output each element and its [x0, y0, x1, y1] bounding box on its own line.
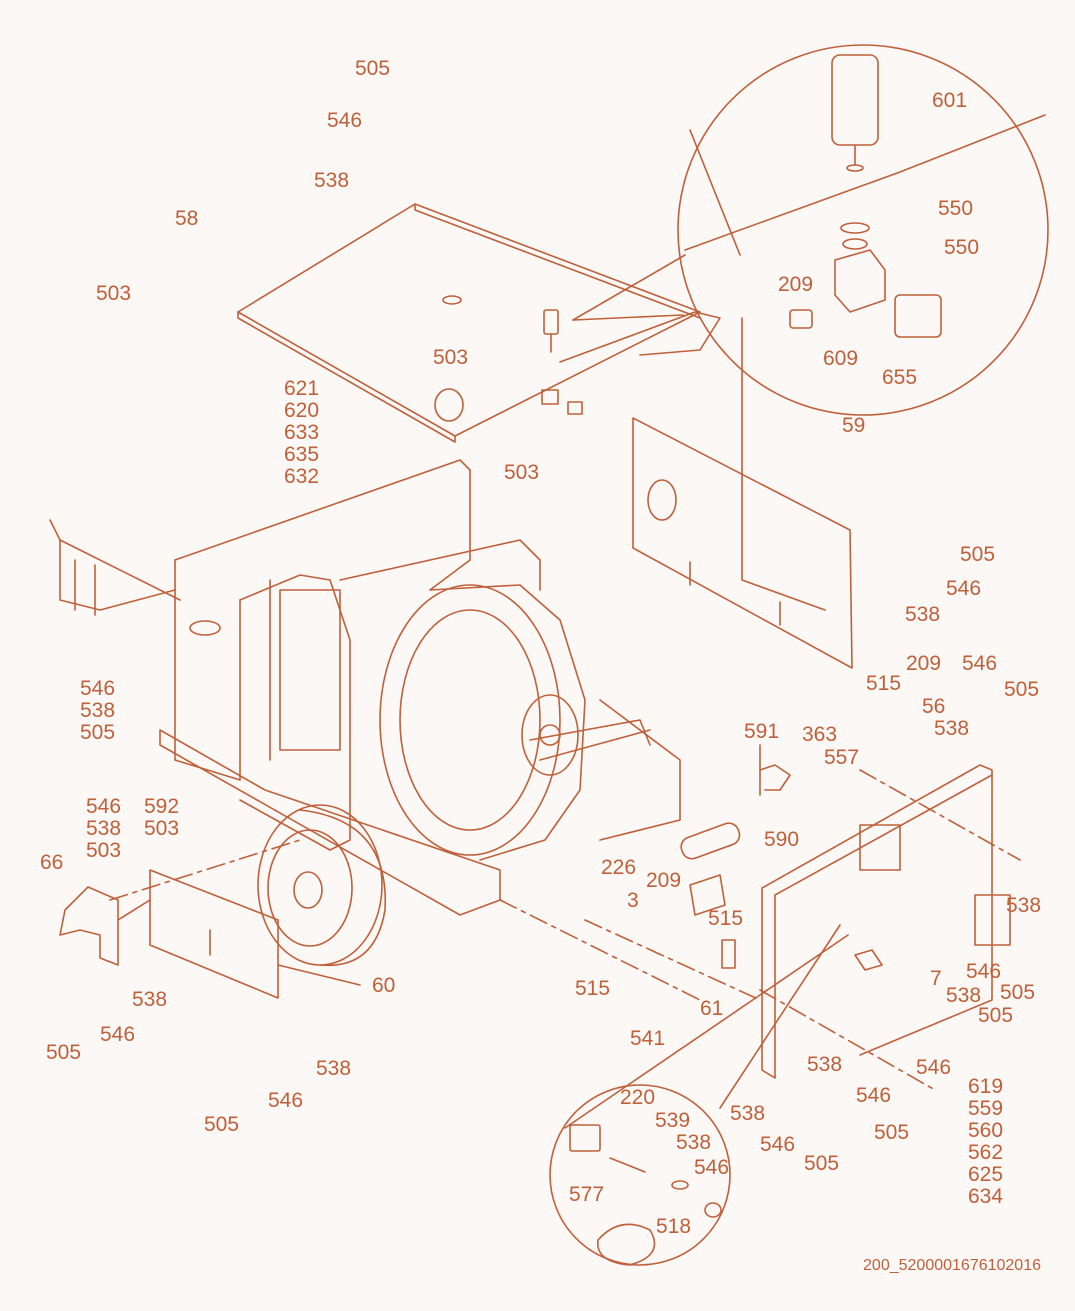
label-7: 7 — [930, 967, 942, 990]
side-panel — [633, 318, 852, 668]
label-3: 3 — [627, 889, 639, 912]
label-562: 562 — [968, 1141, 1004, 1164]
label-226: 226 — [601, 856, 637, 879]
label-592: 592 — [144, 795, 180, 818]
label-591: 591 — [744, 720, 780, 743]
label-60: 60 — [372, 974, 396, 997]
label-220: 220 — [620, 1086, 656, 1109]
label-546: 546 — [856, 1084, 892, 1107]
label-546: 546 — [760, 1133, 796, 1156]
label-59: 59 — [842, 414, 866, 437]
label-634: 634 — [968, 1185, 1004, 1208]
label-546: 546 — [962, 652, 998, 675]
label-503: 503 — [433, 346, 469, 369]
label-505: 505 — [80, 721, 116, 744]
label-538: 538 — [946, 984, 982, 1007]
label-546: 546 — [966, 960, 1002, 983]
label-61: 61 — [700, 997, 724, 1020]
label-539: 539 — [655, 1109, 691, 1132]
label-546: 546 — [916, 1056, 952, 1079]
right-frame — [762, 765, 1010, 1078]
label-stack-546: 546 538 505 — [80, 678, 115, 744]
label-619: 619 — [968, 1075, 1004, 1098]
label-590: 590 — [764, 828, 800, 851]
label-577: 577 — [569, 1183, 605, 1206]
detail-circle-top — [573, 45, 1048, 415]
label-633: 633 — [284, 421, 320, 444]
label-505: 505 — [978, 1004, 1014, 1027]
label-209: 209 — [778, 273, 814, 296]
label-541: 541 — [630, 1027, 666, 1050]
wheel — [258, 805, 385, 965]
label-538: 538 — [314, 169, 350, 192]
label-620: 620 — [284, 399, 320, 422]
label-stack-592: 592 503 — [144, 796, 179, 840]
label-632: 632 — [284, 465, 320, 488]
label-515: 515 — [708, 907, 744, 930]
label-stack-619: 619 559 560 562 625 634 — [968, 1076, 1003, 1208]
label-559: 559 — [968, 1097, 1004, 1120]
drum — [380, 585, 680, 860]
label-505: 505 — [804, 1152, 840, 1175]
label-505: 505 — [960, 543, 996, 566]
label-363: 363 — [802, 723, 838, 746]
label-655: 655 — [882, 366, 918, 389]
label-538: 538 — [934, 717, 970, 740]
label-538: 538 — [316, 1057, 352, 1080]
label-58: 58 — [175, 207, 199, 230]
label-503: 503 — [504, 461, 540, 484]
label-550: 550 — [938, 197, 974, 220]
label-505: 505 — [204, 1113, 240, 1136]
label-515: 515 — [575, 977, 611, 1000]
label-56: 56 — [922, 695, 946, 718]
label-505: 505 — [1004, 678, 1040, 701]
label-515: 515 — [866, 672, 902, 695]
label-505: 505 — [1000, 981, 1036, 1004]
machine-body — [50, 460, 540, 915]
label-stack-621: 621 620 633 635 632 — [284, 378, 319, 488]
document-code: 200_5200001676102016 — [863, 1257, 1041, 1274]
label-538: 538 — [905, 603, 941, 626]
label-625: 625 — [968, 1163, 1004, 1186]
label-209: 209 — [646, 869, 682, 892]
label-505: 505 — [874, 1121, 910, 1144]
bottom-panel — [150, 870, 360, 998]
label-538: 538 — [80, 699, 116, 722]
label-635: 635 — [284, 443, 320, 466]
label-546: 546 — [80, 677, 116, 700]
label-stack-546b: 546 538 503 — [86, 796, 121, 862]
label-538: 538 — [86, 817, 122, 840]
label-518: 518 — [656, 1215, 692, 1238]
label-601: 601 — [932, 89, 968, 112]
label-546: 546 — [86, 795, 122, 818]
label-546: 546 — [100, 1023, 136, 1046]
label-546: 546 — [946, 577, 982, 600]
label-546: 546 — [268, 1089, 304, 1112]
label-546: 546 — [694, 1156, 730, 1179]
label-503: 503 — [96, 282, 132, 305]
detail-circle-bottom — [550, 925, 848, 1265]
misc-parts — [110, 745, 1020, 1090]
label-538: 538 — [807, 1053, 843, 1076]
beacon-small — [435, 310, 582, 421]
top-cover-panel — [238, 204, 720, 442]
label-546: 546 — [327, 109, 363, 132]
label-550: 550 — [944, 236, 980, 259]
label-621: 621 — [284, 377, 320, 400]
label-538: 538 — [1006, 894, 1042, 917]
label-560: 560 — [968, 1119, 1004, 1142]
label-66: 66 — [40, 851, 64, 874]
label-538: 538 — [730, 1102, 766, 1125]
bracket-66 — [60, 887, 150, 965]
label-503: 503 — [86, 839, 122, 862]
label-538: 538 — [676, 1131, 712, 1154]
label-503: 503 — [144, 817, 180, 840]
label-505: 505 — [46, 1041, 82, 1064]
label-209: 209 — [906, 652, 942, 675]
label-505: 505 — [355, 57, 391, 80]
label-538: 538 — [132, 988, 168, 1011]
label-557: 557 — [824, 746, 860, 769]
label-609: 609 — [823, 347, 859, 370]
